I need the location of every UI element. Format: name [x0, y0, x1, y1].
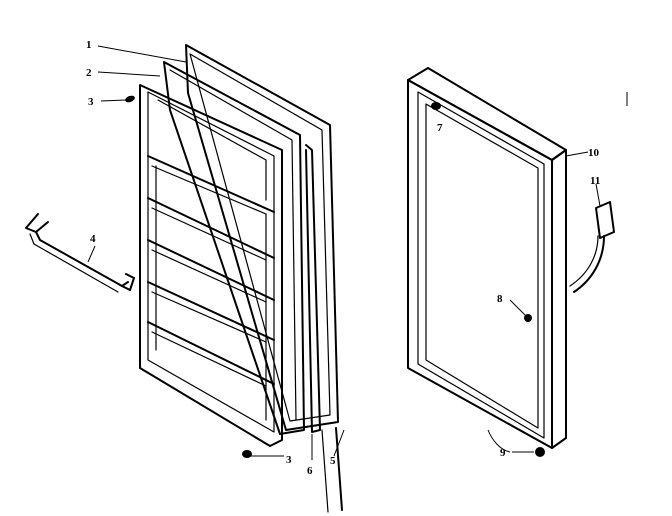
callout-4: 4 [90, 233, 96, 245]
leader-lines [87, 45, 601, 460]
callout-9: 9 [500, 447, 506, 459]
callout-3-top: 3 [88, 96, 94, 108]
screw-7 [431, 102, 441, 110]
callout-6: 6 [307, 465, 313, 477]
callout-8: 8 [497, 293, 503, 305]
door-liner [139, 84, 283, 447]
door-strip-5 [321, 427, 343, 513]
callout-7: 7 [437, 122, 443, 134]
door-rack-bar [25, 213, 135, 293]
callout-10: 10 [588, 147, 600, 159]
callout-3-bottom: 3 [286, 454, 292, 466]
callout-11: 11 [590, 175, 600, 187]
door-strip-6 [305, 144, 321, 433]
screw-3-top [125, 95, 135, 103]
callout-1: 1 [86, 39, 92, 51]
callout-5: 5 [330, 455, 336, 467]
outer-door-panel [407, 67, 567, 449]
liner-shelves [147, 155, 275, 421]
callout-2: 2 [86, 67, 92, 79]
hinge-bracket [569, 201, 615, 293]
screw-9 [535, 447, 545, 457]
screw-3-bottom [242, 450, 252, 458]
